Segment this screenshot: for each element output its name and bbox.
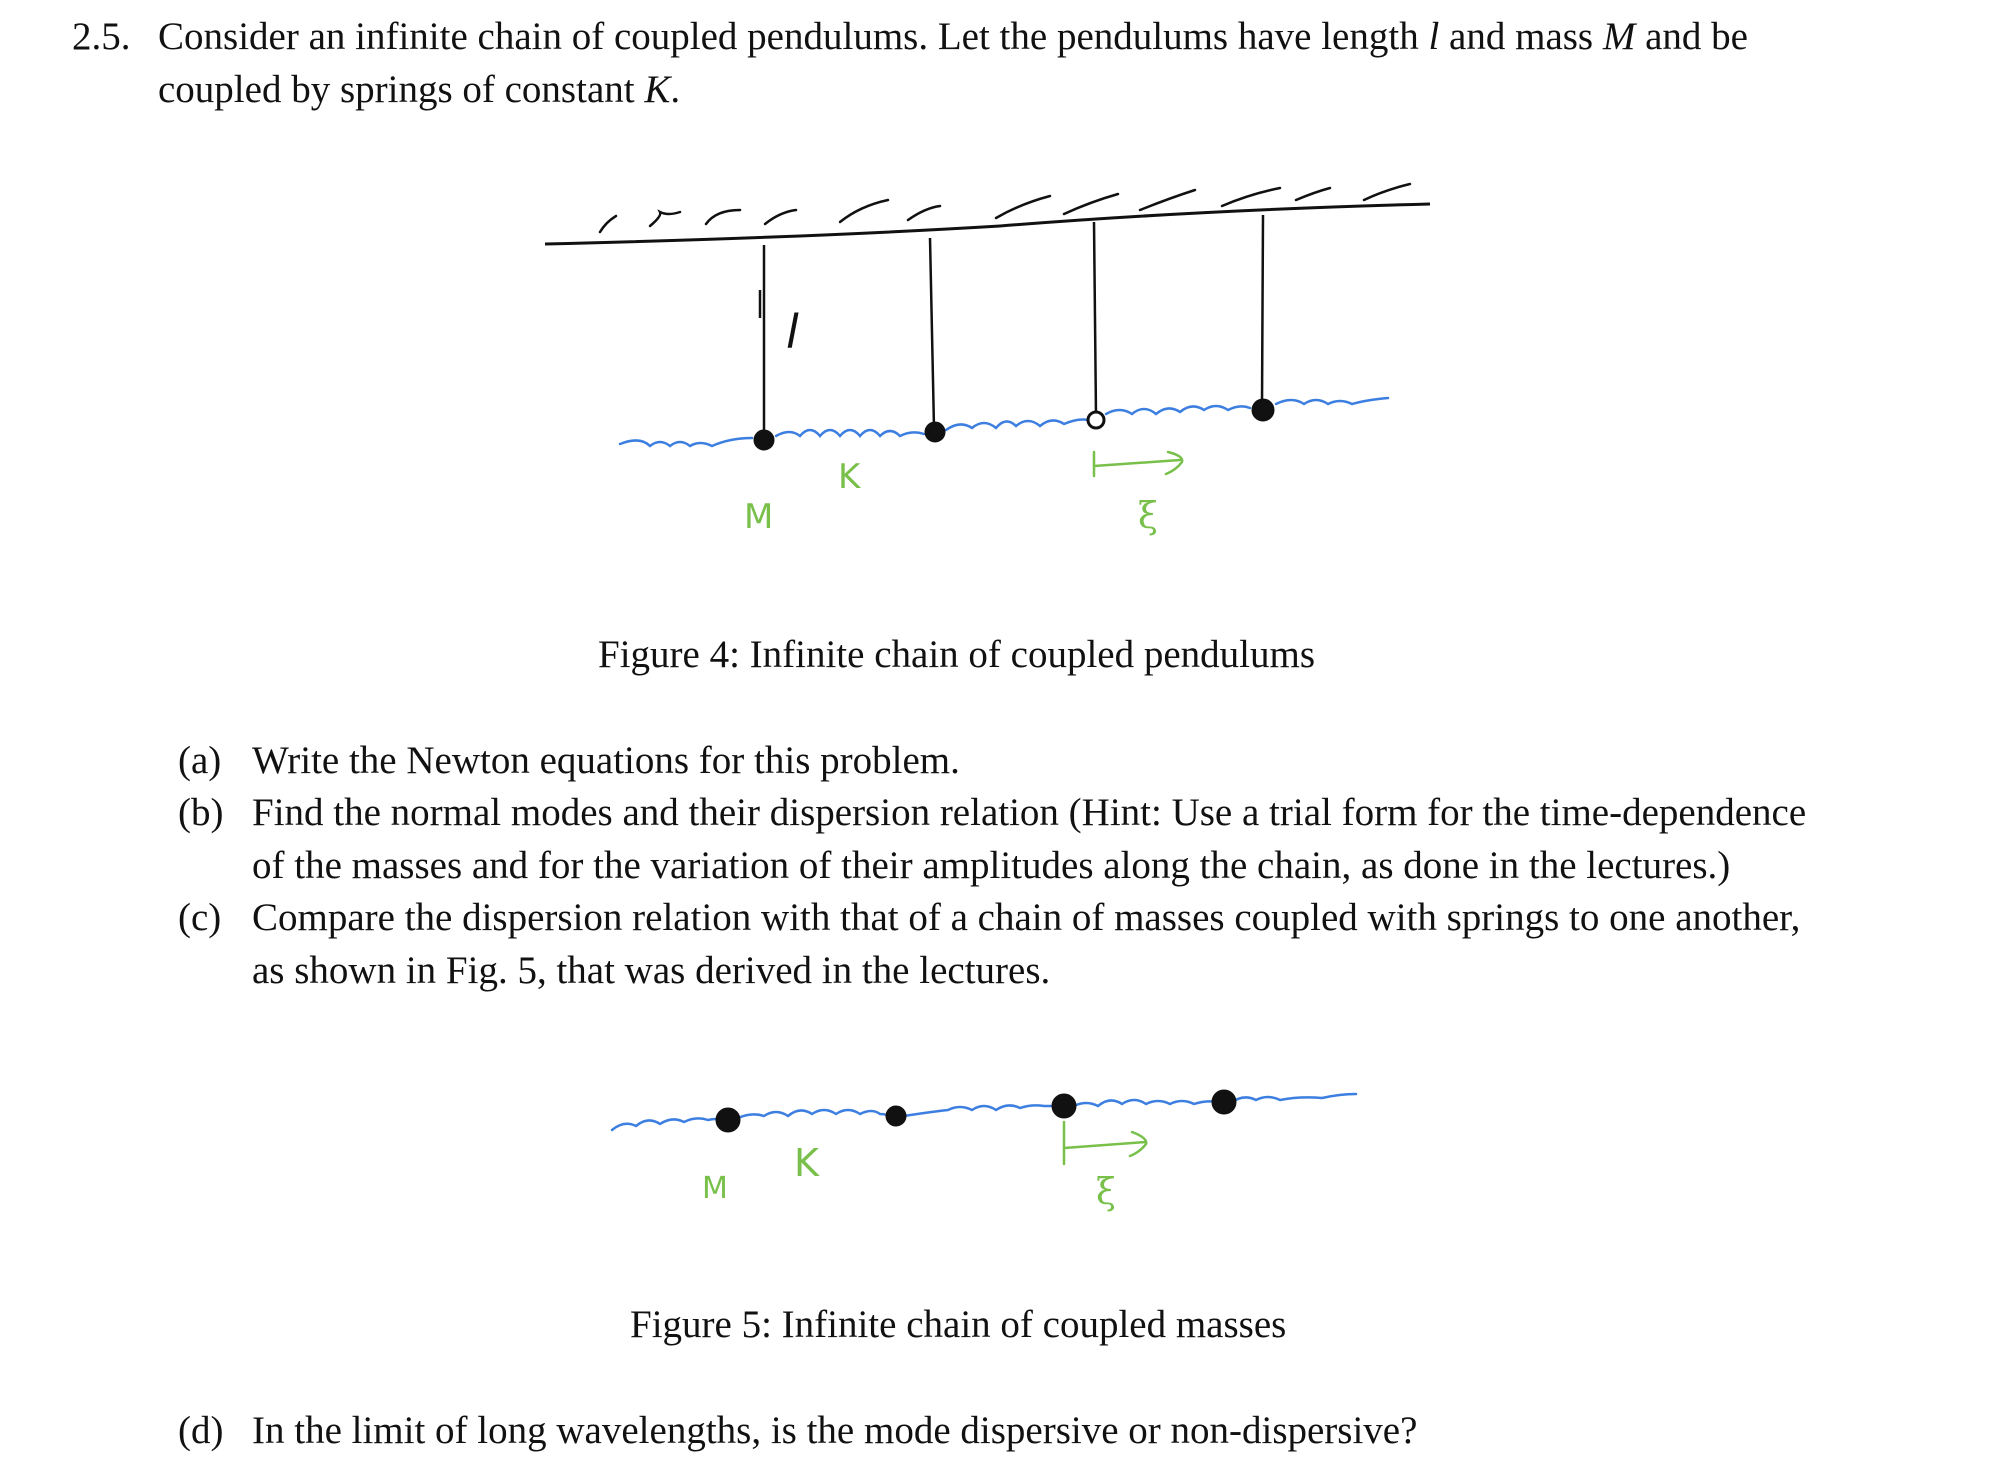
- masses-fig5: [715, 1089, 1237, 1133]
- intro-text-1c: and be: [1635, 15, 1748, 58]
- intro-text-1b: and mass: [1439, 15, 1603, 58]
- figure-5-caption: Figure 5: Infinite chain of coupled mass…: [630, 1303, 1287, 1346]
- pendulum-mass-2: [924, 421, 946, 443]
- springs-fig5: [610, 1092, 1358, 1132]
- label-mass-M: M: [744, 497, 773, 537]
- part-a-text: Write the Newton equations for this prob…: [252, 739, 960, 782]
- part-c-label: (c): [178, 896, 222, 939]
- mass-3: [1051, 1093, 1077, 1119]
- problem-number: 2.5.: [72, 14, 131, 60]
- displacement-arrow-fig4: [1092, 450, 1184, 478]
- part-c-text-2: as shown in Fig. 5, that was derived in …: [252, 949, 1051, 992]
- figure-4-caption: Figure 4: Infinite chain of coupled pend…: [598, 633, 1316, 676]
- figure-4-drawing: l M K ξ: [544, 182, 1431, 537]
- label-length-l: l: [786, 305, 799, 359]
- ceiling-hatching: [598, 182, 1412, 234]
- part-d-text: In the limit of long wavelengths, is the…: [252, 1409, 1418, 1452]
- mass-2: [885, 1105, 907, 1127]
- problem-number-text: 2.5.: [72, 15, 131, 58]
- figure-5-drawing: M K ξ: [610, 1089, 1358, 1213]
- part-b-text-1: Find the normal modes and their dispersi…: [252, 791, 1807, 834]
- pendulum-mass-4: [1251, 398, 1275, 422]
- mass-1: [715, 1107, 741, 1133]
- symbol-l: l: [1428, 15, 1440, 58]
- symbol-M: M: [1602, 15, 1636, 58]
- pendulum-masses: [753, 398, 1275, 451]
- problem-intro-line-2: coupled by springs of constant K.: [158, 67, 680, 113]
- ceiling-line: [544, 202, 1431, 246]
- label-displacement-xi-fig5: ξ: [1096, 1172, 1116, 1213]
- intro-text-1a: Consider an infinite chain of coupled pe…: [158, 15, 1429, 58]
- intro-text-2b: .: [670, 68, 681, 111]
- label-spring-K: K: [838, 457, 862, 497]
- part-c-text-1: Compare the dispersion relation with tha…: [252, 896, 1801, 939]
- pendulum-strings: [758, 214, 1265, 430]
- label-displacement-xi: ξ: [1138, 496, 1158, 537]
- mass-4: [1211, 1089, 1237, 1115]
- intro-text-2a: coupled by springs of constant: [158, 68, 645, 111]
- part-b-text-2: of the masses and for the variation of t…: [252, 844, 1731, 887]
- symbol-K: K: [644, 68, 671, 111]
- part-b-label: (b): [178, 791, 224, 834]
- displacement-arrow-fig5: [1062, 1120, 1148, 1166]
- springs: [618, 396, 1390, 448]
- label-spring-K-fig5: K: [794, 1141, 820, 1185]
- part-d-label: (d): [178, 1409, 224, 1452]
- part-a-label: (a): [178, 739, 222, 782]
- label-mass-M-fig5: M: [702, 1171, 728, 1206]
- pendulum-mass-3: [1086, 410, 1106, 430]
- problem-intro-line-1: Consider an infinite chain of coupled pe…: [158, 14, 1748, 60]
- pendulum-mass-1: [753, 429, 775, 451]
